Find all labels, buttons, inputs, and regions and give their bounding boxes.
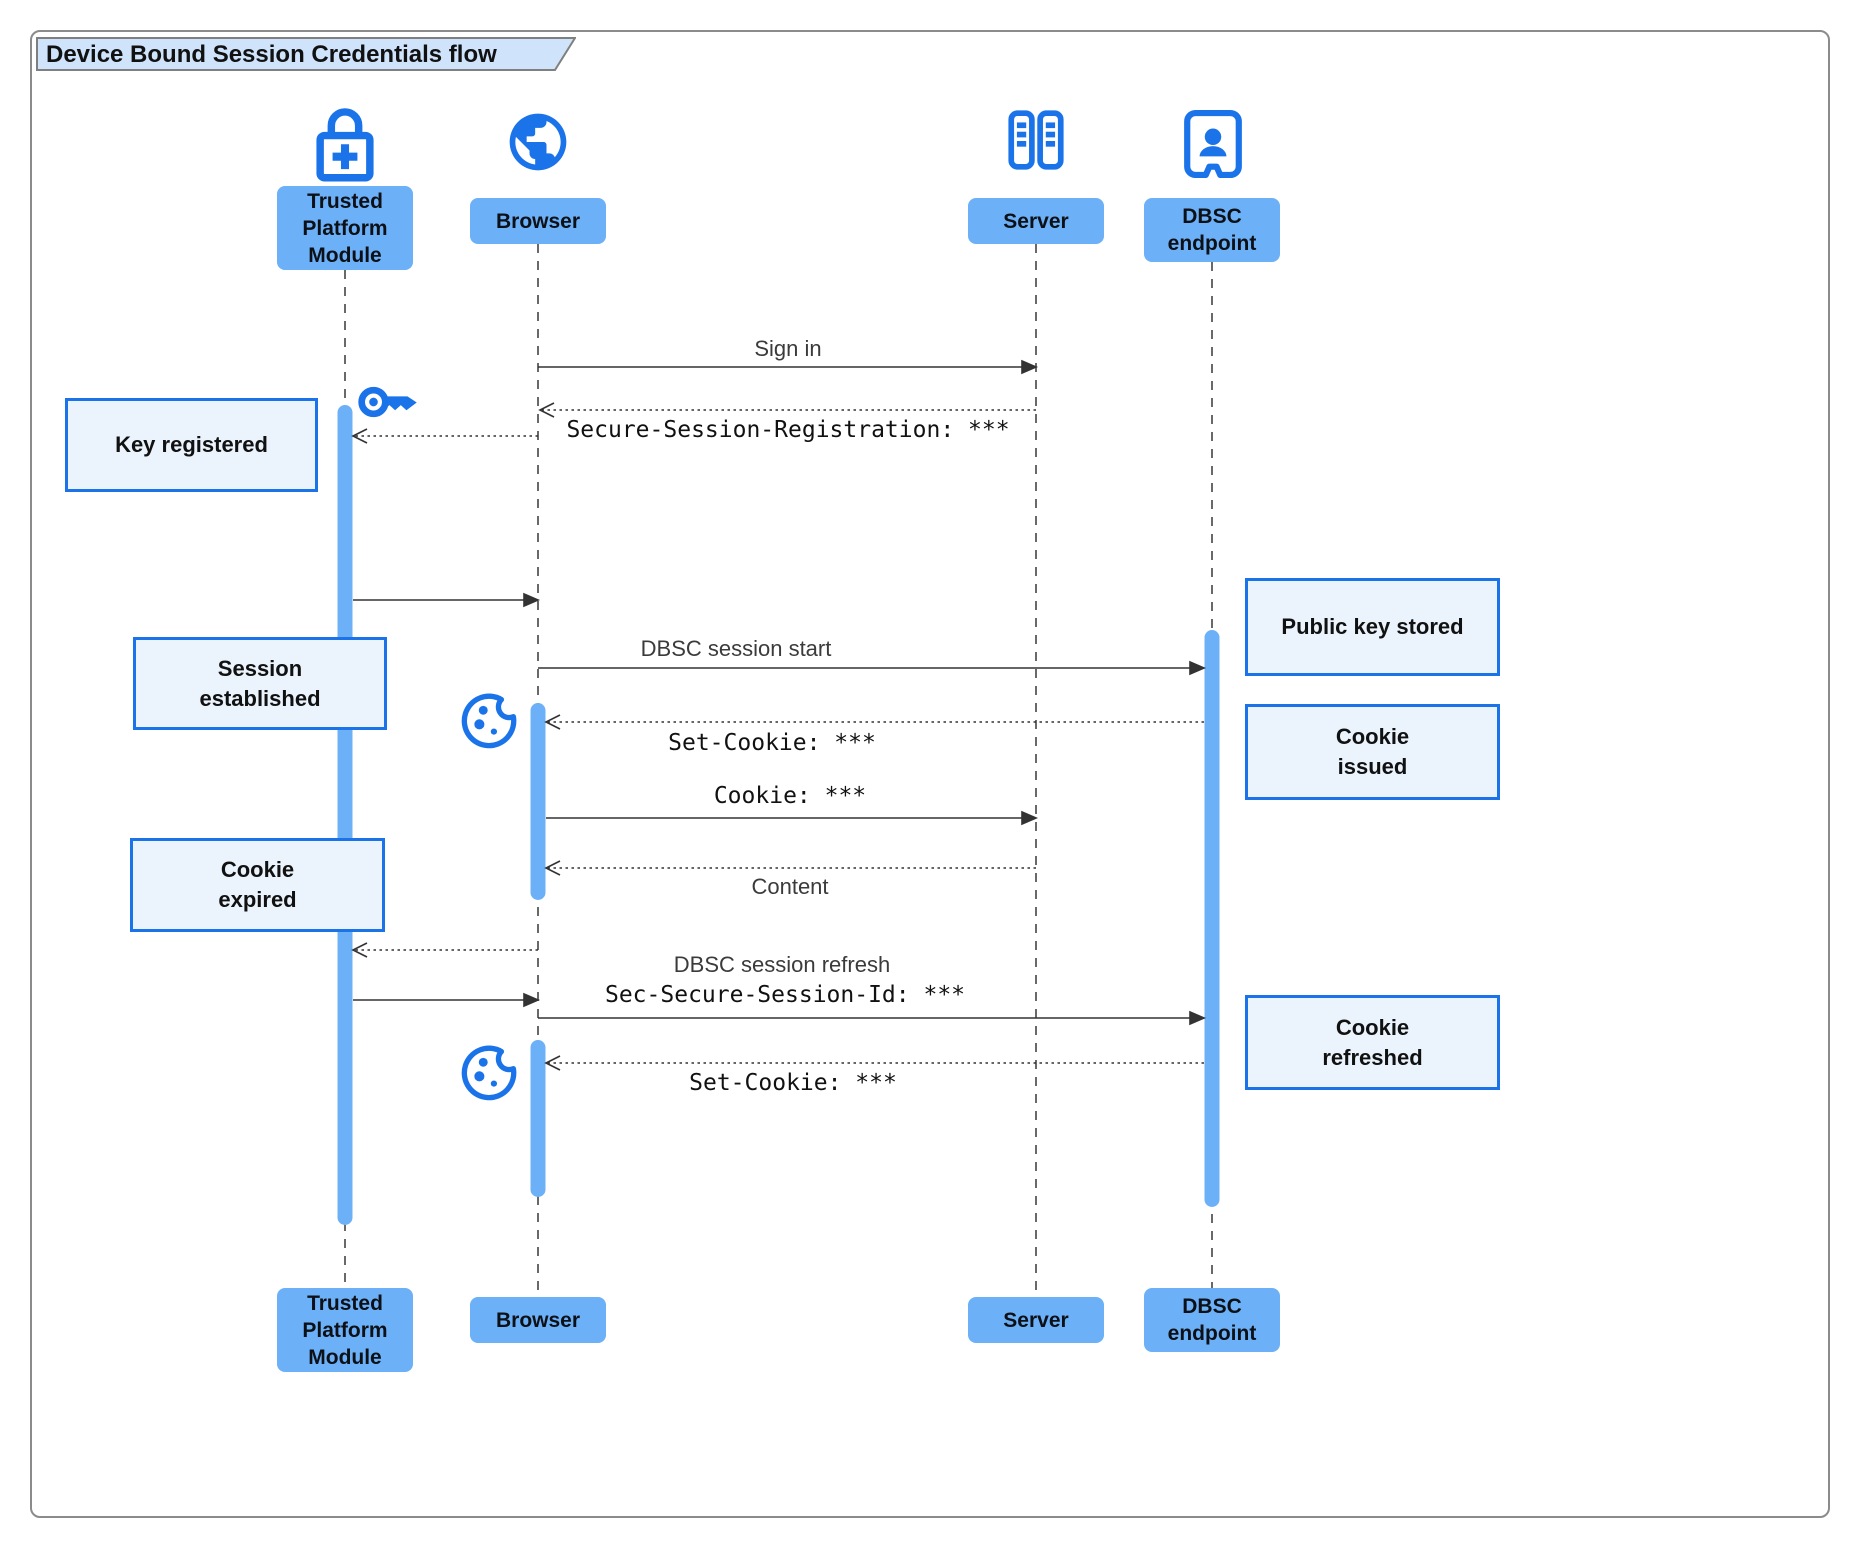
msg-dbsc-session-refresh: DBSC session refresh — [673, 952, 891, 977]
note-cookie-expired: Cookie expired — [130, 838, 385, 932]
key-icon — [358, 386, 417, 418]
activation-bars — [337, 405, 1220, 1225]
msg-session-registration: Secure-Session-Registration: *** — [566, 417, 1010, 443]
note-session-established: Session established — [133, 637, 387, 730]
lifelines — [344, 244, 1213, 1297]
activation-dbsc — [1204, 630, 1220, 1207]
activation-tpm — [337, 405, 353, 1225]
msg-secure-session-id: Sec-Secure-Session-Id: *** — [604, 982, 966, 1008]
actor-dbsc-bottom: DBSC endpoint — [1144, 1288, 1280, 1352]
arrowhead-session-registration — [538, 402, 555, 418]
diagram-frame — [30, 30, 1830, 1518]
msg-set-cookie-1: Set-Cookie: *** — [668, 730, 876, 756]
dotted-arrows — [351, 402, 1204, 1071]
diagram-title: Device Bound Session Credentials flow — [46, 41, 497, 68]
title-tab — [36, 37, 576, 71]
note-public-key-stored: Public key stored — [1245, 578, 1500, 676]
arrowhead-browser-to-tpm-1 — [351, 428, 368, 444]
arrowhead-browser-to-tpm-2 — [351, 942, 368, 958]
msg-set-cookie-2: Set-Cookie: *** — [689, 1070, 897, 1096]
globe-icon — [509, 113, 567, 171]
arrowhead-content — [544, 860, 561, 876]
actor-browser-top: Browser — [470, 198, 606, 244]
actor-tpm-top: Trusted Platform Module — [277, 186, 413, 270]
note-cookie-refreshed: Cookie refreshed — [1245, 995, 1500, 1090]
activation-browser-1 — [530, 703, 546, 900]
msg-sign-in: Sign in — [754, 336, 822, 361]
actor-server-bottom: Server — [968, 1297, 1104, 1343]
person-portal-icon — [1184, 109, 1242, 179]
arrow-dbsc-session-start — [538, 660, 1207, 676]
arrow-cookie — [546, 810, 1039, 826]
note-cookie-issued: Cookie issued — [1245, 704, 1500, 800]
note-key-registered: Key registered — [65, 398, 318, 492]
arrow-sign-in — [538, 359, 1039, 375]
actor-dbsc-top: DBSC endpoint — [1144, 198, 1280, 262]
msg-cookie: Cookie: *** — [713, 783, 867, 809]
msg-dbsc-session-start: DBSC session start — [640, 636, 832, 661]
actor-tpm-bottom: Trusted Platform Module — [277, 1288, 413, 1372]
actor-server-top: Server — [968, 198, 1104, 244]
arrow-tpm-to-browser-2 — [353, 992, 541, 1008]
solid-arrows — [353, 359, 1207, 1026]
server-rack-icon — [1008, 110, 1064, 170]
activation-browser-2 — [530, 1040, 546, 1197]
arrow-tpm-to-browser-1 — [353, 592, 541, 608]
lock-plus-icon — [316, 108, 374, 182]
arrowhead-set-cookie-1 — [544, 714, 561, 730]
actor-browser-bottom: Browser — [470, 1297, 606, 1343]
msg-content: Content — [751, 874, 829, 899]
arrowhead-set-cookie-2 — [544, 1055, 561, 1071]
arrow-dbsc-session-refresh — [538, 1010, 1207, 1026]
cookie-icon — [461, 693, 517, 749]
cookie-icon — [461, 1045, 517, 1101]
